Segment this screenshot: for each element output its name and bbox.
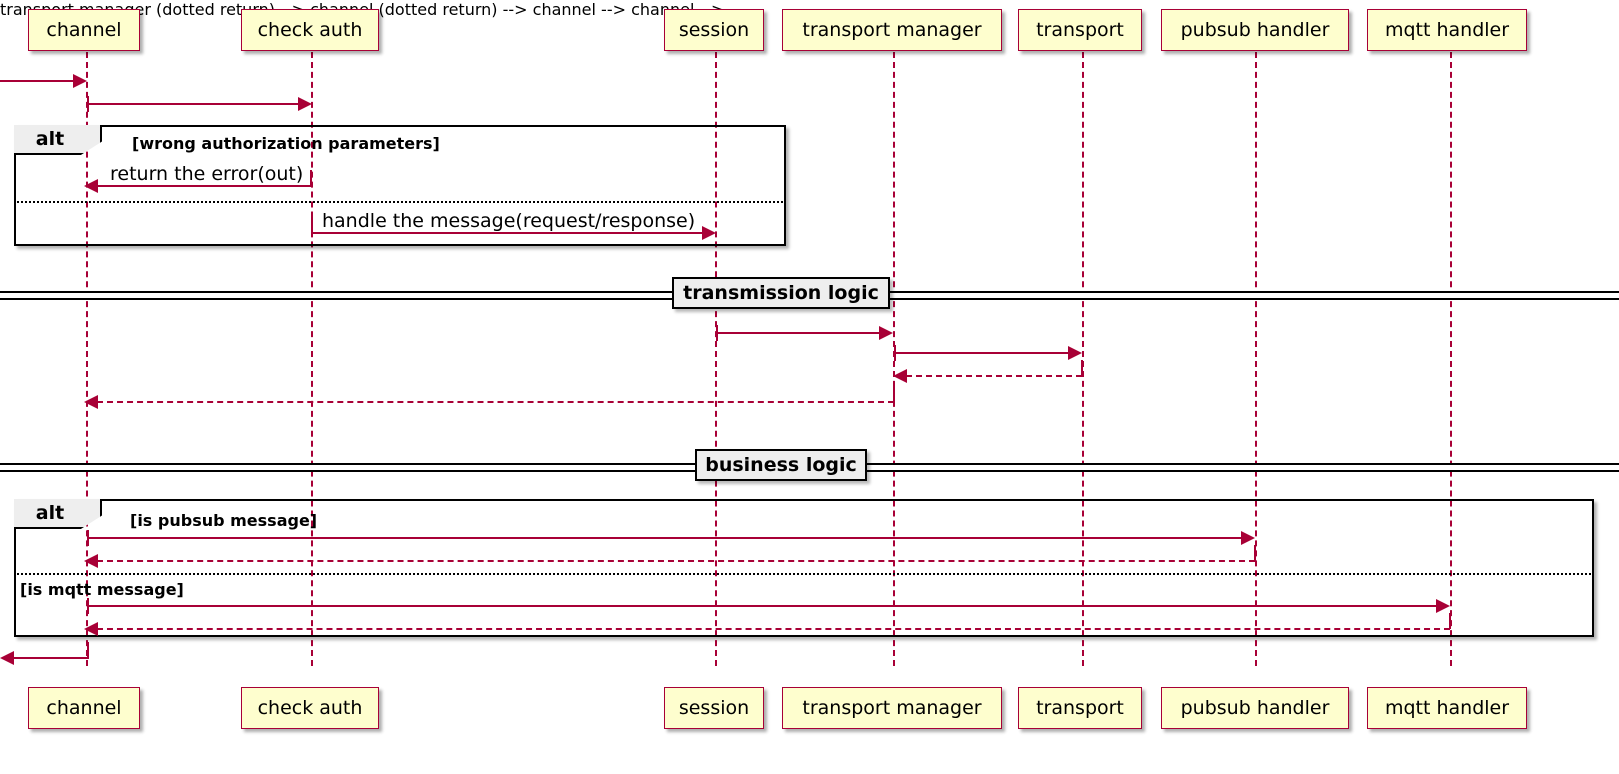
message-m10-arrowhead [84, 554, 98, 568]
participant-label: channel [46, 19, 122, 41]
participant-session-bottom[interactable]: session [664, 687, 764, 729]
lifeline-session [715, 52, 717, 666]
participant-label: channel [46, 697, 122, 719]
participant-label: session [678, 697, 750, 719]
message-m6-arrowhead [1068, 346, 1082, 360]
divider-business-logic: business logic [695, 449, 867, 481]
message-m4-arrowhead [702, 226, 716, 240]
divider-label: business logic [705, 454, 857, 476]
fragment-condition-label: [is mqtt message] [20, 580, 184, 599]
message-m7-stub [1081, 360, 1083, 376]
participant-label: transport [1036, 697, 1124, 719]
participant-label: pubsub handler [1180, 697, 1330, 719]
participant-session-top[interactable]: session [664, 9, 764, 51]
message-m3-arrowhead [84, 179, 98, 193]
message-m4-stub [311, 217, 313, 233]
fragment-alt-handler-keyword: alt [14, 499, 102, 529]
participant-label: session [678, 19, 750, 41]
fragment-alt-auth [14, 125, 786, 246]
divider-transmission-logic-line-right [886, 291, 1619, 300]
message-m7-arrowhead [893, 369, 907, 383]
message-m3-line [97, 185, 311, 187]
fragment-alt-auth-separator [14, 201, 786, 203]
participant-check-auth-top[interactable]: check auth [241, 9, 379, 51]
message-m8-stub [893, 386, 895, 402]
message-m5-arrowhead [879, 326, 893, 340]
message-m11-arrowhead [1436, 599, 1450, 613]
fragment-alt-handler [14, 499, 1594, 637]
message-m9-arrowhead [1241, 531, 1255, 545]
message-m13-line [13, 657, 89, 659]
lifeline-transport [1082, 52, 1084, 666]
participant-label: transport [1036, 19, 1124, 41]
message-m12-arrowhead [84, 622, 98, 636]
message-m6-line [894, 352, 1069, 354]
participant-label: check auth [257, 697, 363, 719]
participant-label: transport manager [802, 19, 982, 41]
message-m8-line [97, 401, 894, 403]
fragment-keyword-label: alt [35, 128, 65, 150]
fragment-condition-label: [wrong authorization parameters] [132, 134, 440, 153]
divider-label: transmission logic [683, 282, 879, 304]
participant-label: transport manager [802, 697, 982, 719]
participant-transport-manager-bottom[interactable]: transport manager [782, 687, 1002, 729]
message-m5-line [716, 332, 880, 334]
fragment-condition-label: [is pubsub message] [130, 511, 318, 530]
divider-business-logic-line-left [0, 463, 700, 472]
lifeline-mqtt-handler [1450, 52, 1452, 666]
message-m12-stub [1449, 613, 1451, 629]
divider-transmission-logic-line-left [0, 291, 676, 300]
participant-mqtt-handler-bottom[interactable]: mqtt handler [1367, 687, 1527, 729]
message-m10-stub [1254, 545, 1256, 561]
message-m4-label: handle the message(request/response) [322, 210, 695, 232]
message-m4-line [311, 232, 703, 234]
lifeline-channel [86, 52, 88, 666]
message-m1-line [0, 80, 74, 82]
message-m2-line [87, 103, 299, 105]
message-m7-line [906, 375, 1082, 377]
participant-check-auth-bottom[interactable]: check auth [241, 687, 379, 729]
participant-transport-top[interactable]: transport [1018, 9, 1142, 51]
message-m13-arrowhead [0, 651, 14, 665]
fragment-alt-handler-separator [14, 573, 1594, 575]
fragment-alt-handler-else-condition: [is mqtt message] [20, 580, 184, 599]
participant-pubsub-handler-top[interactable]: pubsub handler [1161, 9, 1349, 51]
message-m9-line [87, 537, 1242, 539]
participant-pubsub-handler-bottom[interactable]: pubsub handler [1161, 687, 1349, 729]
message-m13-stub [87, 642, 89, 658]
fragment-alt-auth-condition: [wrong authorization parameters] [132, 134, 440, 153]
message-m1-arrowhead [73, 74, 87, 88]
lifeline-check-auth [311, 52, 313, 666]
divider-business-logic-line-right [862, 463, 1619, 472]
message-label-text: handle the message(request/response) [322, 210, 696, 232]
message-m8-arrowhead [84, 395, 98, 409]
participant-transport-manager-top[interactable]: transport manager [782, 9, 1002, 51]
message-m3-stub [310, 170, 312, 186]
message-m10-line [97, 560, 1255, 562]
message-m12-line [97, 628, 1450, 630]
fragment-keyword-label: alt [35, 502, 65, 524]
participant-transport-bottom[interactable]: transport [1018, 687, 1142, 729]
participant-label: mqtt handler [1384, 697, 1510, 719]
fragment-alt-handler-condition: [is pubsub message] [130, 511, 317, 530]
participant-label: mqtt handler [1384, 19, 1510, 41]
participant-channel-bottom[interactable]: channel [28, 687, 140, 729]
participant-label: check auth [257, 19, 363, 41]
participant-label: pubsub handler [1180, 19, 1330, 41]
participant-mqtt-handler-top[interactable]: mqtt handler [1367, 9, 1527, 51]
fragment-alt-auth-keyword: alt [14, 125, 102, 155]
lifeline-pubsub-handler [1255, 52, 1257, 666]
participant-channel-top[interactable]: channel [28, 9, 140, 51]
message-label-text: return the error(out) [110, 163, 304, 185]
divider-transmission-logic: transmission logic [672, 277, 890, 309]
message-m3-label: return the error(out) [110, 163, 303, 185]
message-m11-line [87, 605, 1437, 607]
message-m2-arrowhead [298, 97, 312, 111]
